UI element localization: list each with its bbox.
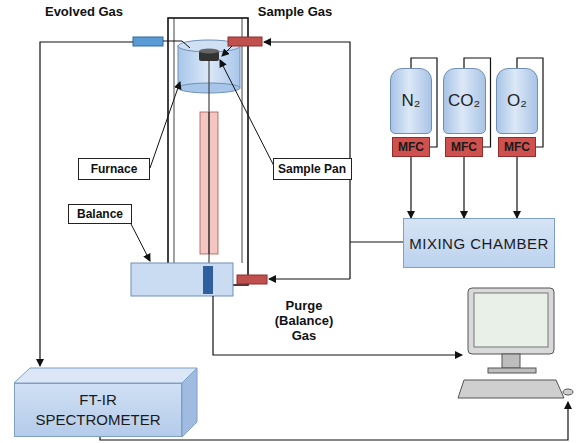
gas-cylinder: N₂ <box>390 68 432 134</box>
purge-gas-port <box>237 275 267 284</box>
callout-box: Sample Pan <box>273 158 352 180</box>
mass-flow-controller: MFC <box>392 137 430 157</box>
gas-label: Evolved Gas <box>34 4 134 19</box>
label-text: Sample Gas <box>258 4 332 19</box>
node-text: MIXING CHAMBER <box>409 235 549 252</box>
label-text: Evolved Gas <box>45 4 123 19</box>
node-text: N₂ <box>402 91 421 111</box>
gas-label: Sample Gas <box>250 4 340 19</box>
balance-unit <box>131 263 233 296</box>
node-text: CO₂ <box>448 91 480 111</box>
ftir-top-face <box>14 368 197 383</box>
node-text: MFC <box>451 140 477 154</box>
node-text: MFC <box>398 140 424 154</box>
node-text: O₂ <box>507 91 527 111</box>
callout-box: Furnace <box>78 158 150 180</box>
gas-line <box>516 157 517 218</box>
evolved-gas-port <box>133 37 163 46</box>
callout-box: Balance <box>68 204 132 224</box>
node-text: Sample Pan <box>278 162 346 176</box>
gas-cylinder: O₂ <box>496 68 538 134</box>
tga-column <box>168 18 248 285</box>
mass-flow-controller: MFC <box>445 137 483 157</box>
hang-tube <box>200 112 218 254</box>
ftir-spectrometer: FT-IR SPECTROMETER <box>14 383 182 437</box>
mass-flow-controller: MFC <box>498 137 536 157</box>
node-text: Balance <box>77 207 123 221</box>
node-text: Furnace <box>91 162 138 176</box>
computer-icon <box>458 288 573 398</box>
balance-sensor <box>203 266 213 294</box>
gas-line <box>463 157 464 218</box>
gas-line <box>410 157 411 218</box>
gas-cylinder: CO₂ <box>443 68 486 134</box>
sample-gas-port <box>228 37 262 46</box>
mixing-chamber: MIXING CHAMBER <box>403 218 555 268</box>
node-text: FT-IR SPECTROMETER <box>25 390 171 430</box>
gas-label: Purge (Balance) Gas <box>266 298 342 343</box>
node-text: MFC <box>504 140 530 154</box>
label-text: Purge (Balance) Gas <box>275 298 334 343</box>
ftir-side-face <box>182 368 197 437</box>
